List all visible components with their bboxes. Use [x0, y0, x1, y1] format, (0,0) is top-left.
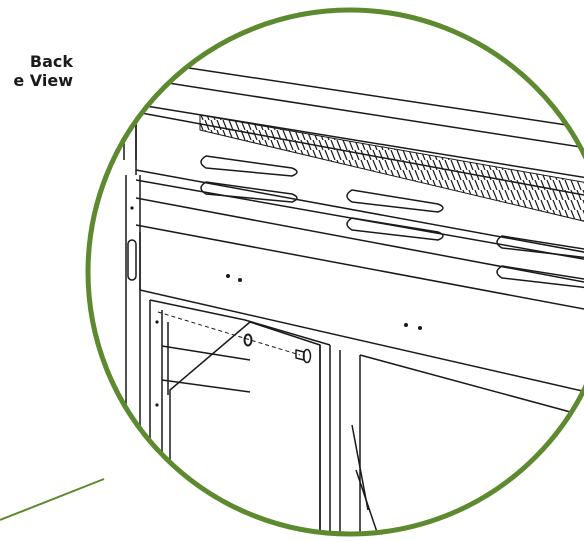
side-column [125, 175, 141, 534]
bolt-assembly [157, 311, 312, 364]
cabinet-frame [149, 299, 584, 534]
view-label-line1: Back [29, 52, 73, 71]
view-label-line2: e View [13, 71, 73, 90]
washer [243, 333, 253, 347]
vent-slots [200, 155, 584, 289]
grill-grate [139, 104, 584, 226]
detail-ring [85, 7, 584, 537]
leader-line [0, 478, 105, 521]
screw-holes [226, 274, 422, 330]
lens-content [123, 59, 584, 534]
